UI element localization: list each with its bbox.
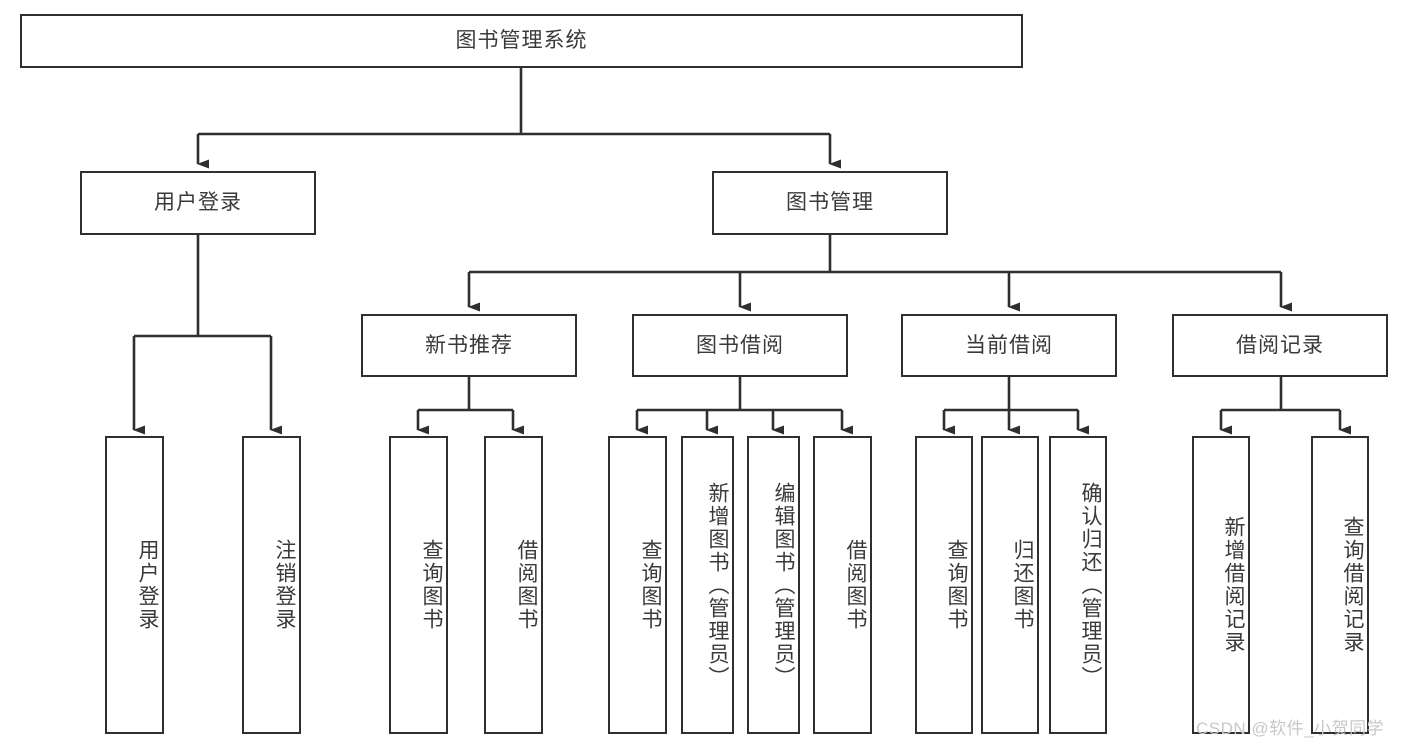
node-label: 查询图书 (639, 539, 662, 631)
node-label: 用户登录 (136, 539, 159, 631)
node-leaf-query-book-3[interactable]: 查询图书 (915, 436, 973, 734)
node-label: 图书管理系统 (455, 29, 588, 53)
node-leaf-edit-book[interactable]: 编辑图书（管理员） (747, 436, 800, 734)
node-label: 归还图书 (1011, 539, 1034, 631)
node-leaf-query-book-1[interactable]: 查询图书 (389, 436, 448, 734)
node-leaf-borrow-book-1[interactable]: 借阅图书 (484, 436, 543, 734)
node-user-login[interactable]: 用户登录 (80, 171, 316, 235)
node-label: 查询图书 (945, 539, 968, 631)
node-label: 新增借阅记录 (1222, 516, 1245, 654)
node-leaf-confirm-return[interactable]: 确认归还（管理员） (1049, 436, 1107, 734)
node-label: 用户登录 (154, 191, 242, 215)
node-borrow-record[interactable]: 借阅记录 (1172, 314, 1388, 377)
node-label: 新增图书（管理员） (706, 481, 729, 689)
node-current-borrow[interactable]: 当前借阅 (901, 314, 1117, 377)
node-leaf-query-book-2[interactable]: 查询图书 (608, 436, 667, 734)
node-leaf-user-login[interactable]: 用户登录 (105, 436, 164, 734)
node-label: 图书借阅 (696, 333, 784, 357)
node-label: 图书管理 (786, 191, 874, 215)
node-label: 新书推荐 (425, 333, 513, 357)
node-label: 确认归还（管理员） (1079, 481, 1102, 689)
node-label: 查询图书 (420, 539, 443, 631)
node-label: 注销登录 (273, 539, 296, 631)
node-new-book-recommend[interactable]: 新书推荐 (361, 314, 577, 377)
node-label: 当前借阅 (965, 333, 1053, 357)
node-leaf-add-book[interactable]: 新增图书（管理员） (681, 436, 734, 734)
node-label: 查询借阅记录 (1341, 516, 1364, 654)
node-leaf-add-record[interactable]: 新增借阅记录 (1192, 436, 1250, 734)
node-label: 借阅记录 (1236, 333, 1324, 357)
node-label: 借阅图书 (515, 539, 538, 631)
node-label: 借阅图书 (844, 539, 867, 631)
node-leaf-query-record[interactable]: 查询借阅记录 (1311, 436, 1369, 734)
node-book-management-system[interactable]: 图书管理系统 (20, 14, 1023, 68)
node-book-borrow[interactable]: 图书借阅 (632, 314, 848, 377)
node-label: 编辑图书（管理员） (772, 481, 795, 689)
node-leaf-borrow-book-2[interactable]: 借阅图书 (813, 436, 872, 734)
node-leaf-return-book[interactable]: 归还图书 (981, 436, 1039, 734)
node-leaf-logout-login[interactable]: 注销登录 (242, 436, 301, 734)
node-book-management[interactable]: 图书管理 (712, 171, 948, 235)
